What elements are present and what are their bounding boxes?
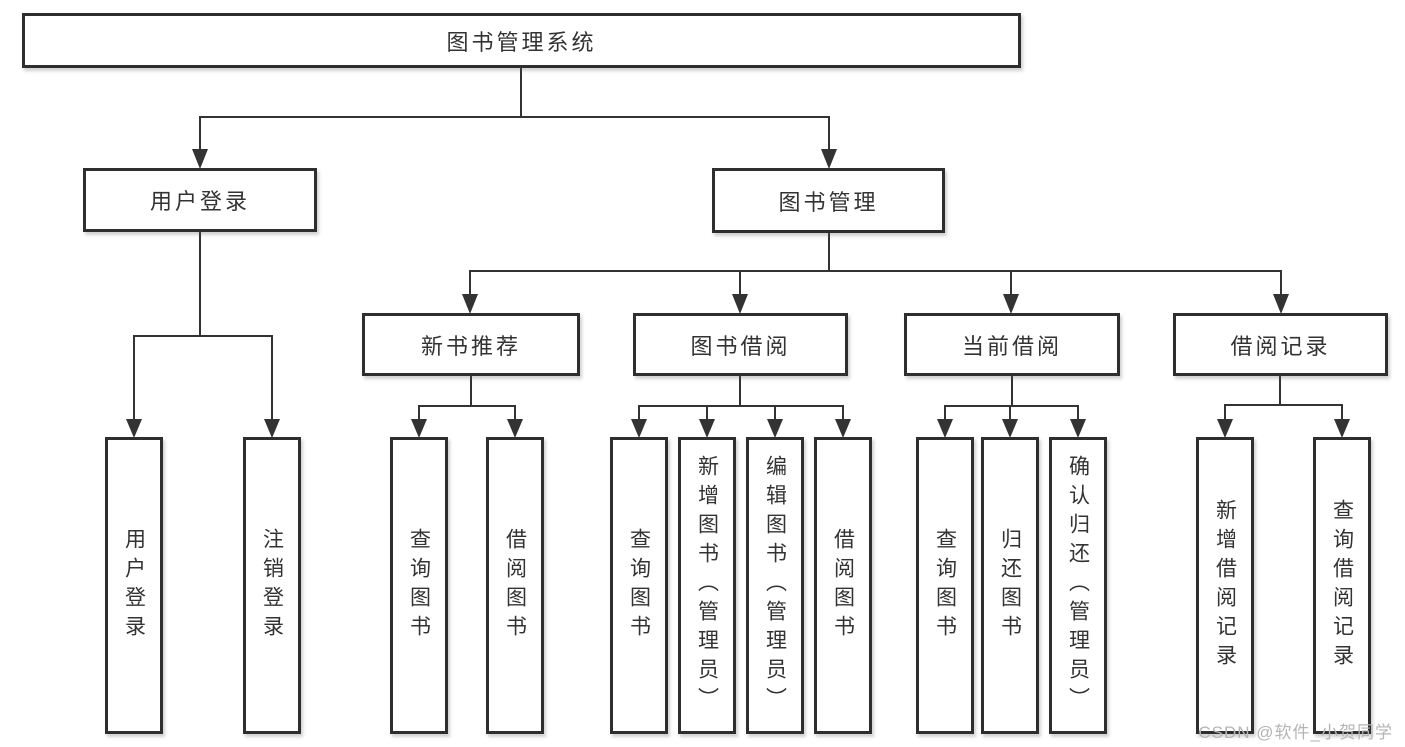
node-new-book-recommendation: 新书推荐 xyxy=(362,313,580,376)
arrowhead-icons xyxy=(126,149,1350,438)
leaf-edit-book-admin: 编辑图书（管理员） xyxy=(746,437,804,734)
node-current-borrowing: 当前借阅 xyxy=(904,313,1120,376)
leaf-borrow-books-recommend: 借阅图书 xyxy=(486,437,544,734)
leaf-add-borrow-record: 新增借阅记录 xyxy=(1196,437,1254,734)
node-book-management-label: 图书管理 xyxy=(778,189,879,215)
leaf-add-book-admin: 新增图书（管理员） xyxy=(678,437,736,734)
node-user-login: 用户登录 xyxy=(83,168,317,232)
node-book-management: 图书管理 xyxy=(712,168,945,233)
node-user-login-label: 用户登录 xyxy=(149,189,250,214)
leaf-search-books-borrowing: 查询图书 xyxy=(610,437,668,734)
leaf-search-borrow-record: 查询借阅记录 xyxy=(1313,437,1371,734)
leaf-confirm-return-admin: 确认归还（管理员） xyxy=(1049,437,1107,734)
watermark: CSDN @软件_小贺同学 xyxy=(1198,723,1393,742)
node-book-borrowing: 图书借阅 xyxy=(633,313,848,376)
leaf-borrow-books: 借阅图书 xyxy=(814,437,872,734)
leaf-return-books: 归还图书 xyxy=(981,437,1039,734)
leaf-user-login: 用户登录 xyxy=(105,437,163,734)
leaf-search-books-recommend: 查询图书 xyxy=(390,437,448,734)
node-root-label: 图书管理系统 xyxy=(446,29,597,55)
leaf-search-books-current: 查询图书 xyxy=(916,437,974,734)
tree-lines xyxy=(133,68,1343,421)
node-root: 图书管理系统 xyxy=(22,13,1021,68)
leaf-logout: 注销登录 xyxy=(243,437,301,734)
node-borrowing-records: 借阅记录 xyxy=(1173,313,1388,376)
